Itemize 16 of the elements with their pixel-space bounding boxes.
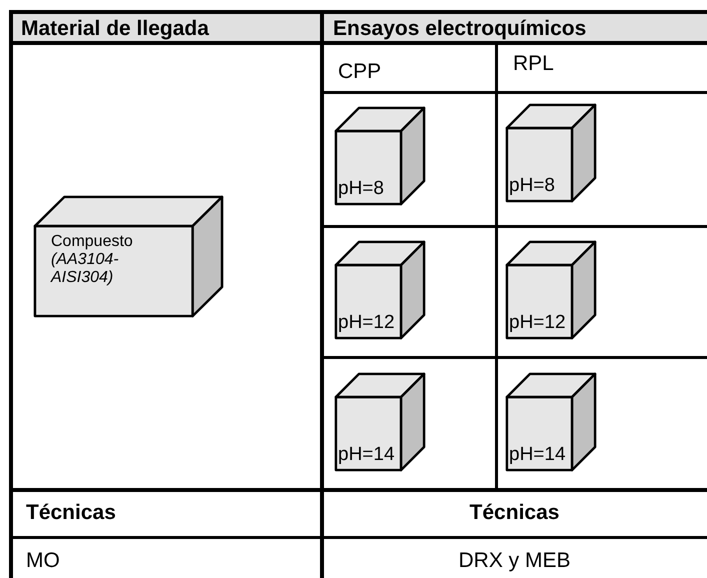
- ph-label: pH=12: [338, 312, 395, 334]
- ph-label: pH=8: [338, 178, 384, 200]
- subheader-text: CPP: [338, 61, 382, 82]
- row-header: Técnicas: [26, 502, 116, 523]
- ph-label: pH=14: [509, 444, 566, 466]
- ph-label: pH=8: [509, 175, 555, 197]
- cube-label: Compuesto: [51, 233, 133, 251]
- ph-label: pH=14: [338, 444, 395, 466]
- row-header: Técnicas: [470, 502, 560, 523]
- subheader-text: RPL: [513, 53, 554, 74]
- ph-label: pH=12: [509, 312, 566, 334]
- alloy-label: (AA3104- AISI304): [51, 251, 120, 287]
- column-header: Material de llegada: [21, 18, 209, 39]
- cell-text: DRX y MEB: [458, 550, 570, 571]
- column-header: Ensayos electroquímicos: [333, 18, 586, 39]
- cell-text: MO: [26, 550, 60, 571]
